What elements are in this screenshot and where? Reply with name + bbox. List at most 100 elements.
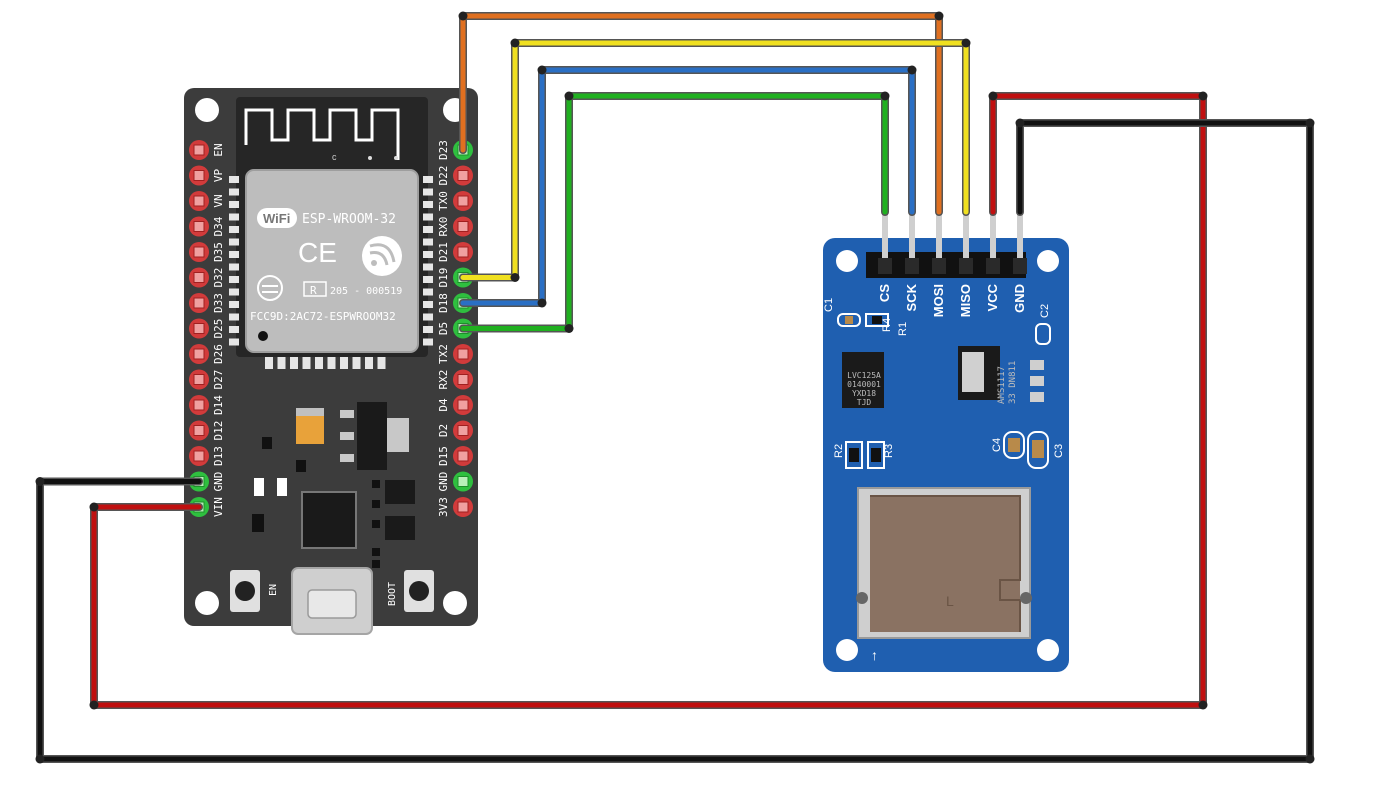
pin-left-d13[interactable] (189, 446, 209, 466)
pin-hole (457, 450, 469, 462)
sd-pin-miso[interactable] (959, 212, 973, 274)
en-button-cap (235, 581, 255, 601)
transistor (385, 516, 415, 540)
module-pad (352, 357, 361, 369)
pin-label: D27 (212, 370, 225, 390)
wire-outline (459, 92, 889, 333)
regulator-lead (1030, 360, 1044, 370)
module-pad (423, 263, 433, 271)
pin-left-vp[interactable] (189, 165, 209, 186)
pin-label: D5 (437, 322, 450, 335)
wire-bend-point (458, 11, 468, 21)
microsd-slot[interactable]: L ↑ (856, 487, 1032, 663)
module-pad (423, 301, 433, 308)
smd-part (296, 460, 306, 472)
pin-left-d26[interactable] (189, 344, 209, 364)
voltage-regulator (357, 402, 387, 470)
pin-label: D26 (212, 344, 225, 364)
micro-usb-port[interactable] (291, 567, 373, 635)
pin-hole (457, 348, 469, 360)
en-button[interactable] (230, 570, 260, 612)
pin-label: D35 (212, 242, 225, 262)
pin-hole (193, 272, 205, 283)
wire-vin-to-vcc (89, 91, 1208, 710)
module-pad (423, 288, 433, 296)
wire-bend-point (35, 754, 45, 764)
wire-bend-point (1305, 118, 1315, 128)
module-pad (229, 176, 239, 183)
capacitor-c4 (1003, 431, 1025, 459)
wire-bend-point (988, 91, 998, 101)
usb-uart-chip (301, 491, 357, 549)
pin-right-tx0[interactable] (453, 191, 473, 211)
pin-hole (457, 425, 469, 436)
pin-right-d4[interactable] (453, 395, 473, 415)
slot-arrow: ↑ (871, 647, 878, 663)
pin-left-d14[interactable] (189, 395, 209, 415)
pin-right-tx2[interactable] (453, 344, 473, 364)
pin-right-rx0[interactable] (453, 216, 473, 237)
pin-left-d35[interactable] (189, 242, 209, 262)
pin-label: GND (212, 472, 225, 492)
pin-left-en[interactable] (189, 140, 209, 160)
sd-pin-mosi[interactable] (932, 212, 946, 274)
component-label-c4: C4 (991, 438, 1003, 452)
buffer-ic-line: LVC125A (847, 371, 881, 380)
pin-right-d15[interactable] (453, 446, 473, 466)
pin-left-vn[interactable] (189, 191, 209, 211)
module-pad (365, 357, 373, 369)
pin-label: D4 (437, 398, 450, 412)
pin-right-d21[interactable] (453, 242, 473, 262)
pin-right-rx2[interactable] (453, 369, 473, 390)
sd-pin-socket (959, 258, 973, 274)
pin-right-d22[interactable] (453, 165, 473, 186)
pin-left-d25[interactable] (189, 318, 209, 339)
pin-label: TX0 (437, 191, 450, 211)
espressif-logo-arc (369, 251, 389, 266)
module-pad (423, 326, 433, 333)
smd-part (372, 480, 380, 488)
pin-left-d34[interactable] (189, 216, 209, 237)
boot-button[interactable] (404, 570, 434, 612)
pin-left-d27[interactable] (189, 369, 209, 390)
slot-rivet (1020, 592, 1032, 604)
module-pad (423, 338, 433, 346)
pin-label: D14 (212, 395, 225, 415)
sd-pin-cs[interactable] (878, 212, 892, 274)
module-pad (423, 226, 433, 233)
pin-right-d2[interactable] (453, 420, 473, 441)
sd-pin-socket (905, 258, 919, 274)
module-pad (229, 338, 239, 346)
sd-pin-sck[interactable] (905, 212, 919, 274)
boot-button-label: BOOT (387, 582, 398, 606)
smd-part (372, 560, 380, 568)
sd-pin-gnd[interactable] (1013, 212, 1027, 274)
wire-bend-point (510, 273, 520, 282)
sd-pin-lead (1017, 212, 1023, 260)
module-pad (423, 276, 433, 283)
sd-pin-vcc[interactable] (986, 212, 1000, 274)
pin-hole (193, 323, 205, 334)
module-pad (229, 226, 239, 233)
pin-left-d32[interactable] (189, 267, 209, 288)
sd-pin-socket (1013, 258, 1027, 274)
pin-label: D32 (212, 268, 225, 288)
wire-bend-point (537, 298, 547, 308)
wire-bend-point (564, 91, 574, 101)
pin-right-3v3[interactable] (453, 497, 473, 517)
sd-pin-label: MISO (958, 284, 973, 317)
module-pad (229, 263, 239, 271)
module-pad (377, 357, 386, 369)
wire-bend-point (907, 65, 917, 75)
pin-left-d12[interactable] (189, 420, 209, 441)
pin-right-gnd[interactable] (453, 471, 473, 492)
module-pad (423, 201, 433, 208)
wire-bend-point (510, 38, 520, 48)
module-c-mark: c (332, 152, 337, 162)
smd-part (372, 500, 380, 508)
pin-hole (193, 170, 205, 181)
pin-left-d33[interactable] (189, 293, 209, 313)
